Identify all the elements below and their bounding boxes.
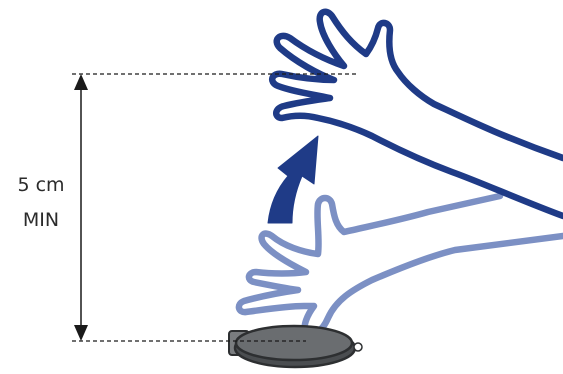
distance-value-label: 5 cm bbox=[6, 176, 76, 195]
dimension-arrow bbox=[74, 74, 88, 341]
nfc-reader-icon bbox=[228, 324, 363, 369]
distance-qualifier-label: MIN bbox=[6, 211, 76, 230]
arrowhead-up bbox=[74, 74, 88, 90]
arrowhead-down bbox=[74, 325, 88, 341]
dimension-guides bbox=[72, 73, 358, 342]
curved-arrow-up-icon bbox=[267, 135, 319, 224]
hand-end-position bbox=[269, 8, 563, 220]
